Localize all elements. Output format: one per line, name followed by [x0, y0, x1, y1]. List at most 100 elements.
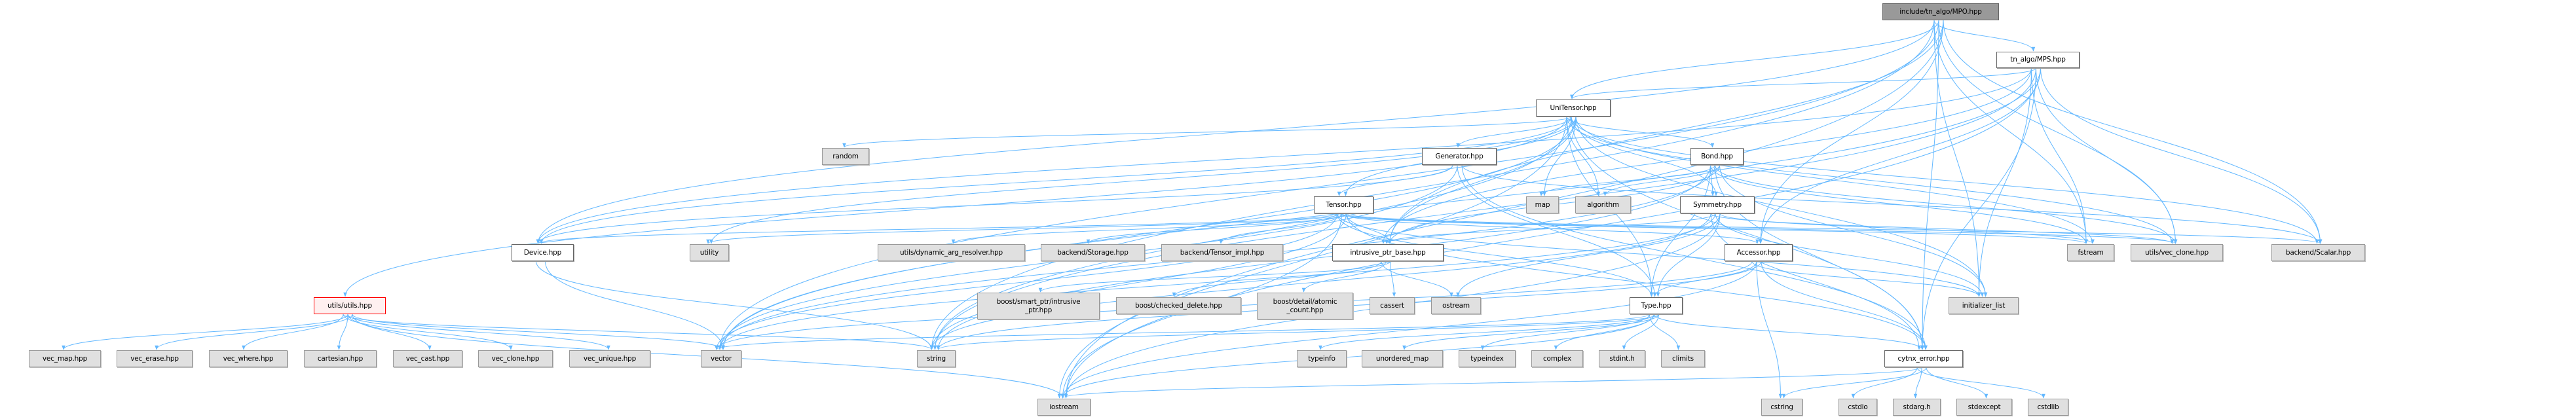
- edge-unitensor-to-initlist: [1575, 116, 1988, 297]
- node-vecclone-u: utils/vec_clone.hpp: [2131, 244, 2223, 261]
- edge-symmetry-to-vecclone_u: [1710, 213, 2175, 244]
- edge-utils-to-vec_cast: [352, 314, 432, 350]
- edge-tensor-to-initlist: [1337, 213, 1981, 297]
- edge-tensor-to-intrusive: [1346, 213, 1392, 244]
- edge-mpo-to-vector: [718, 20, 1939, 350]
- edge-mpo-to-scalar: [1943, 20, 2323, 244]
- edge-mps-to-unitensor: [1570, 67, 2036, 100]
- node-cytnx-error[interactable]: cytnx_error.hpp: [1884, 350, 1963, 367]
- edge-mps-to-cytnx_error: [1920, 67, 2036, 350]
- node-device[interactable]: Device.hpp: [512, 244, 574, 261]
- node-intrusive[interactable]: intrusive_ptr_base.hpp: [1332, 244, 1444, 261]
- edge-cytnx_error-to-iostream: [1061, 367, 1922, 399]
- edge-type-to-unordered_map: [1402, 314, 1659, 350]
- node-stdarg: stdarg.h: [1893, 399, 1941, 416]
- node-vec-unique: vec_unique.hpp: [569, 350, 650, 367]
- edge-tensor-to-scalar: [1346, 213, 2322, 244]
- node-boostptr: boost/smart_ptr/intrusive _ptr.hpp: [977, 293, 1100, 319]
- edge-mpo-to-intrusive: [1388, 20, 1944, 244]
- node-map: map: [1526, 196, 1559, 213]
- edge-mps-to-accessor: [1759, 67, 2041, 244]
- node-generator[interactable]: Generator.hpp: [1422, 148, 1497, 165]
- edge-type-to-vector: [715, 314, 1650, 350]
- node-complex: complex: [1531, 350, 1583, 367]
- edge-tensor-to-device: [536, 213, 1337, 244]
- node-initlist: initializer_list: [1949, 297, 2019, 314]
- node-unitensor[interactable]: UniTensor.hpp: [1536, 100, 1611, 117]
- edge-generator-to-device: [536, 164, 1453, 244]
- node-unordered-map: unordered_map: [1362, 350, 1443, 367]
- edge-intrusive-to-ostream: [1381, 261, 1453, 297]
- edge-cytnx_error-to-stdarg: [1913, 367, 1922, 399]
- node-climits: climits: [1661, 350, 1705, 367]
- node-storage: backend/Storage.hpp: [1041, 244, 1145, 261]
- edge-type-to-stdint: [1622, 314, 1659, 350]
- edge-bond-to-map: [1539, 164, 1715, 196]
- edge-symmetry-to-initlist: [1715, 213, 1985, 297]
- edge-utils-to-string: [343, 314, 934, 350]
- edge-mpo-to-fstream: [1933, 20, 2088, 244]
- node-atomic: boost/detail/atomic _count.hpp: [1257, 293, 1353, 319]
- node-accessor[interactable]: Accessor.hpp: [1725, 244, 1793, 261]
- edge-unitensor-to-device: [539, 116, 1572, 244]
- node-cartesian: cartesian.hpp: [304, 350, 377, 367]
- node-bond[interactable]: Bond.hpp: [1690, 148, 1744, 165]
- node-symmetry[interactable]: Symmetry.hpp: [1680, 196, 1755, 213]
- edge-utils-to-vec_clone: [343, 314, 513, 350]
- edge-tensor-to-vecclone_u: [1341, 213, 2177, 244]
- edge-cytnx_error-to-cstdlib: [1916, 367, 2045, 399]
- edge-mps-to-device: [536, 67, 2032, 244]
- edge-type-to-cytnx_error: [1654, 314, 1924, 350]
- node-vec-where: vec_where.hpp: [209, 350, 288, 367]
- node-mpo: include/tn_algo/MPO.hpp: [1882, 3, 1999, 20]
- node-typeindex: typeindex: [1459, 350, 1516, 367]
- edge-utils-to-vec_unique: [347, 314, 610, 350]
- edge-tensor-to-fstream: [1337, 213, 2088, 244]
- edge-symmetry-to-cytnx_error: [1710, 213, 1921, 350]
- node-tensor[interactable]: Tensor.hpp: [1314, 196, 1373, 213]
- edge-unitensor-to-random: [842, 116, 1572, 148]
- node-checked: boost/checked_delete.hpp: [1116, 297, 1241, 314]
- edge-tensor-to-vector: [715, 213, 1337, 350]
- edge-utils-to-vec_map: [62, 314, 348, 350]
- edge-mps-to-vector: [721, 67, 2041, 350]
- edge-cytnx_error-to-cstring: [1782, 367, 1927, 399]
- edge-utils-to-vec_where: [242, 314, 344, 350]
- edge-type-to-typeinfo: [1318, 314, 1654, 350]
- edge-tensor-to-accessor: [1341, 213, 1759, 244]
- edge-mps-to-scalar: [2040, 67, 2323, 244]
- edge-intrusive-to-cassert: [1390, 261, 1396, 297]
- edge-generator-to-scalar: [1461, 164, 2323, 244]
- edge-accessor-to-type: [1652, 261, 1757, 297]
- edge-mps-to-iostream: [1064, 67, 2041, 399]
- edge-accessor-to-cytnx_error: [1761, 261, 1928, 350]
- edge-mpo-to-cytnx_error: [1920, 20, 1939, 350]
- node-cassert: cassert: [1370, 297, 1415, 314]
- edge-intrusive-to-boostptr: [1038, 261, 1391, 293]
- edge-tensor-to-utility: [706, 213, 1342, 244]
- node-utils[interactable]: utils/utils.hpp: [314, 297, 386, 314]
- edge-utils-to-vector: [352, 314, 725, 350]
- node-fstream: fstream: [2067, 244, 2114, 261]
- node-iostream: iostream: [1037, 399, 1091, 416]
- edge-bond-to-initlist: [1719, 164, 1988, 297]
- edge-accessor-to-iostream: [1060, 261, 1757, 399]
- node-type[interactable]: Type.hpp: [1630, 297, 1683, 314]
- node-vector: vector: [701, 350, 741, 367]
- edge-mpo-to-iostream: [1064, 20, 1944, 399]
- edge-generator-to-type: [1457, 164, 1657, 297]
- node-stdint: stdint.h: [1599, 350, 1645, 367]
- edge-mpo-to-mps: [1933, 20, 2036, 52]
- node-string: string: [917, 350, 956, 367]
- edge-type-to-climits: [1649, 314, 1681, 350]
- edge-symmetry-to-vector: [718, 213, 1716, 350]
- node-vec-clone: vec_clone.hpp: [478, 350, 553, 367]
- edge-tensor-to-dynarg: [951, 213, 1347, 244]
- node-vec-map: vec_map.hpp: [29, 350, 101, 367]
- edge-type-to-iostream: [1060, 314, 1654, 399]
- edge-mps-to-initlist: [1977, 67, 2032, 297]
- node-random: random: [822, 148, 869, 165]
- node-mps[interactable]: tn_algo/MPS.hpp: [1996, 52, 2080, 68]
- edge-accessor-to-initlist: [1751, 261, 1981, 297]
